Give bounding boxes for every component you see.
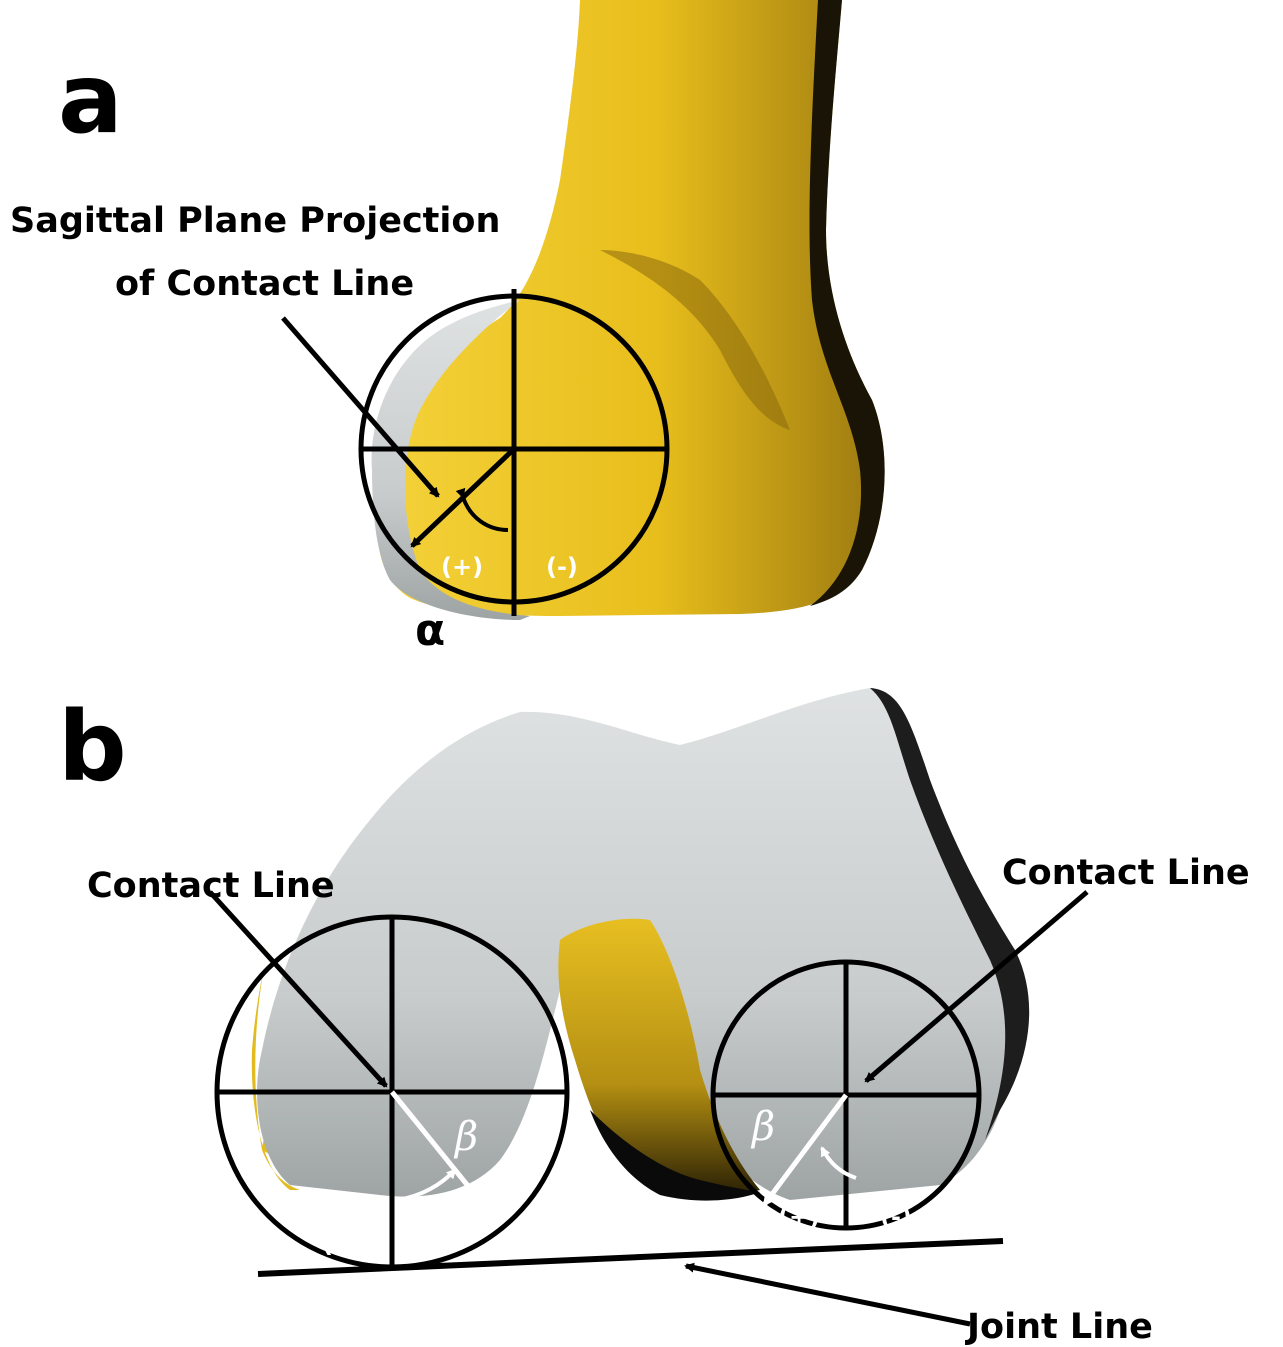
- right-condyle-circle: [713, 962, 979, 1228]
- femur-anterior-view: [252, 688, 1029, 1201]
- minus-label-a: (-): [546, 553, 578, 581]
- left-condyle-circle: [217, 917, 567, 1267]
- beta-right: β: [750, 1104, 775, 1150]
- joint-line: [258, 1241, 1003, 1274]
- joint-line-arrow: [686, 1266, 970, 1324]
- plus-label-a: (+): [441, 553, 483, 581]
- joint-line-label: Joint Line: [965, 1307, 1153, 1347]
- panel-a: a Sagittal Plane Projection of Contact L…: [10, 0, 885, 656]
- panel-b-label: b: [58, 691, 127, 803]
- contact-line-right-label: Contact Line: [1002, 853, 1250, 893]
- left-minus-label: (-): [322, 1230, 354, 1258]
- beta-left: β: [453, 1114, 478, 1160]
- right-minus-label: (-): [880, 1203, 912, 1231]
- alpha-symbol: α: [415, 605, 445, 656]
- annotation-line-2: of Contact Line: [115, 264, 414, 304]
- right-plus-label: (+): [778, 1203, 820, 1231]
- annotation-line-1: Sagittal Plane Projection: [10, 201, 500, 241]
- left-plus-label: (+): [404, 1230, 446, 1258]
- contact-line-left-label: Contact Line: [87, 866, 335, 906]
- panel-a-label: a: [58, 43, 123, 155]
- panel-b: b: [58, 688, 1250, 1347]
